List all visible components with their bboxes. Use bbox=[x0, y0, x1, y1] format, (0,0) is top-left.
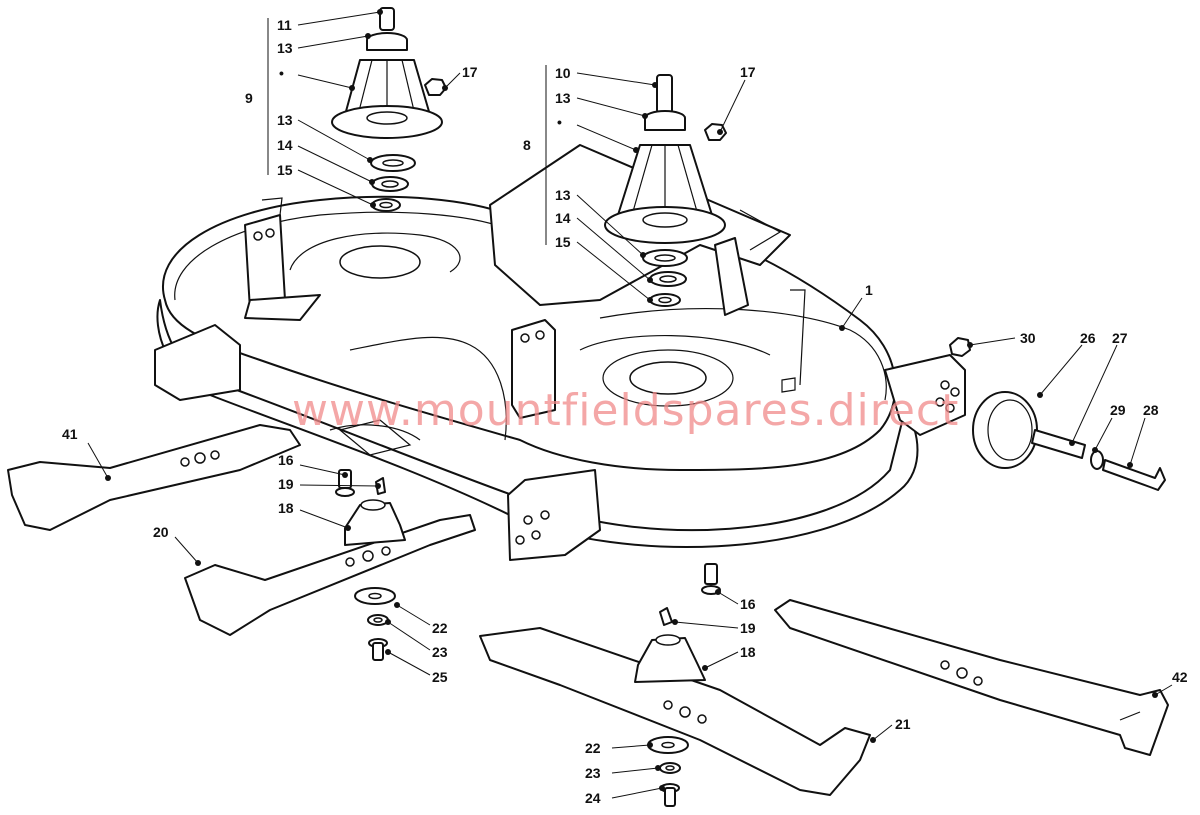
callout-24: 24 bbox=[585, 790, 601, 806]
callout-26: 26 bbox=[1080, 330, 1096, 346]
callout-15: 15 bbox=[555, 234, 571, 250]
callout-22: 22 bbox=[432, 620, 448, 636]
blade-20 bbox=[184, 469, 476, 661]
callout-25: 25 bbox=[432, 669, 448, 685]
mower-deck bbox=[154, 144, 966, 561]
spindle-assembly-right bbox=[604, 74, 727, 307]
callout-30: 30 bbox=[1020, 330, 1036, 346]
callout-29: 29 bbox=[1110, 402, 1126, 418]
callout-19: 19 bbox=[278, 476, 294, 492]
callout-bullet: • bbox=[557, 114, 562, 130]
callout-16: 16 bbox=[740, 596, 756, 612]
callout-labels: 11 13 • 17 13 14 15 10 13 • 17 13 14 15 … bbox=[62, 17, 1188, 806]
callout-41: 41 bbox=[62, 426, 78, 442]
spindle-assembly-left bbox=[331, 7, 447, 212]
callout-17: 17 bbox=[462, 64, 478, 80]
watermark-text: www.mountfieldspares.direct bbox=[292, 385, 959, 436]
callout-14: 14 bbox=[555, 210, 571, 226]
callout-27: 27 bbox=[1112, 330, 1128, 346]
callout-42: 42 bbox=[1172, 669, 1188, 685]
group-label-9: 9 bbox=[245, 90, 253, 106]
group-label-8: 8 bbox=[523, 137, 531, 153]
callout-20: 20 bbox=[153, 524, 169, 540]
callout-18: 18 bbox=[278, 500, 294, 516]
callout-10: 10 bbox=[555, 65, 571, 81]
callout-18: 18 bbox=[740, 644, 756, 660]
callout-13: 13 bbox=[277, 112, 293, 128]
callout-22: 22 bbox=[585, 740, 601, 756]
callout-11: 11 bbox=[277, 17, 292, 33]
blade-42 bbox=[774, 599, 1169, 756]
callout-13: 13 bbox=[555, 187, 571, 203]
callout-13: 13 bbox=[277, 40, 293, 56]
callout-23: 23 bbox=[432, 644, 448, 660]
blade-21 bbox=[479, 563, 871, 807]
callout-14: 14 bbox=[277, 137, 293, 153]
blade-41 bbox=[7, 424, 301, 531]
callout-bullet: • bbox=[279, 65, 284, 81]
callout-23: 23 bbox=[585, 765, 601, 781]
callout-21: 21 bbox=[895, 716, 911, 732]
deck-wheel-assembly bbox=[949, 337, 1166, 491]
callout-1: 1 bbox=[865, 282, 873, 298]
callout-13: 13 bbox=[555, 90, 571, 106]
callout-15: 15 bbox=[277, 162, 293, 178]
leader-lines bbox=[87, 9, 1173, 799]
callout-16: 16 bbox=[278, 452, 294, 468]
callout-17: 17 bbox=[740, 64, 756, 80]
callout-19: 19 bbox=[740, 620, 756, 636]
callout-28: 28 bbox=[1143, 402, 1159, 418]
